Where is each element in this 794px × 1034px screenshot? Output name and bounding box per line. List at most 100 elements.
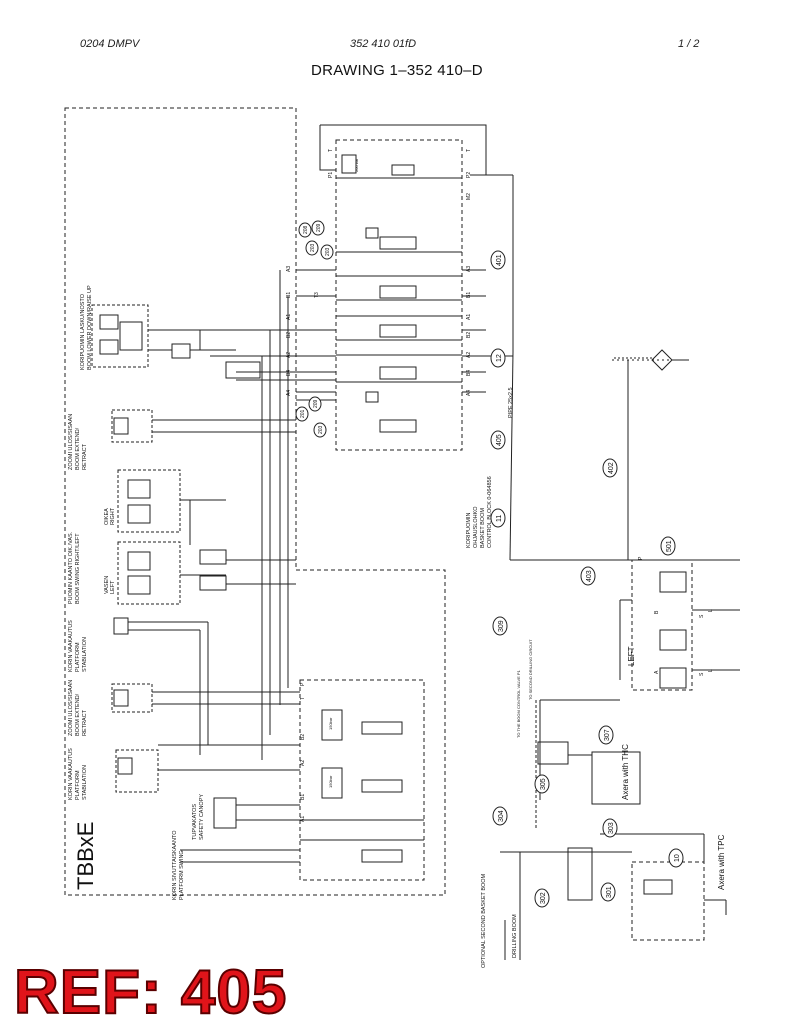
port-s-upper: S	[699, 614, 705, 618]
label-stabilation: STABILATION	[82, 637, 88, 672]
label-boom-lower: KORIPUOMIN LASKU/NOSTO	[80, 293, 86, 370]
port-a1: A1	[286, 314, 292, 320]
port-a1-r: A1	[466, 314, 472, 320]
callout-405: 405	[496, 434, 503, 446]
tpc-valve-block	[631, 861, 705, 941]
label-control-block-en2: CONTROL BLOCK 0-064856	[487, 476, 493, 548]
port-p1: P1	[328, 172, 334, 178]
callout-10: 10	[674, 854, 681, 862]
callout-303: 303	[608, 822, 615, 834]
label-retract-lower: RETRACT	[82, 709, 88, 736]
label-drilling-boom: DRILLING BOOM	[512, 914, 518, 958]
label-platform-en-lower: PLATFORM	[75, 770, 81, 800]
callout-11: 11	[496, 515, 503, 522]
callout-305: 305	[540, 778, 547, 790]
label-tbbxe: TBBxE	[73, 822, 98, 890]
header-document-number: 352 410 01fD	[350, 38, 417, 50]
callout-203: 203	[310, 243, 316, 252]
callout-401: 401	[496, 254, 503, 266]
port-b4-r: B4	[466, 370, 472, 376]
port-a-swing: A	[654, 670, 660, 674]
label-optional-boom: OPTIONAL SECOND BASKET BOOM	[481, 873, 487, 968]
thc-valve-block	[591, 751, 641, 805]
pilot-valve-block	[225, 361, 261, 379]
callout-201: 201	[300, 409, 306, 418]
port-a1-lower: A1	[300, 816, 306, 822]
port-b1: B1	[286, 292, 292, 298]
safety-canopy-group	[213, 797, 300, 829]
label-right: RIGHT	[110, 507, 116, 525]
port-p2: P2	[466, 172, 472, 178]
valve-section-3	[336, 275, 462, 301]
label-platform-swing-fi: KORIN SIVUTTAISKAANTO	[172, 830, 178, 900]
label-to-second: TO SECOND DRILLING CIRCUIT	[528, 639, 533, 700]
callout-309: 309	[498, 620, 505, 632]
label-zoom-boom-lower: ZOOMI ULOS/SISAAN	[68, 680, 74, 736]
header-left-code: 0204 DMPV	[80, 38, 140, 50]
port-b4: B4	[286, 370, 292, 376]
port-a2-r: A2	[466, 352, 472, 358]
drawing-title: DRAWING 1–352 410–D	[311, 62, 483, 79]
label-safety-canopy: SAFETY CANOPY	[199, 794, 205, 840]
port-b-swing: B	[654, 610, 660, 614]
callout-203b: 203	[325, 247, 331, 256]
label-platform-swing-en: PLATFORM SWING	[179, 850, 185, 900]
valve-section-4	[336, 315, 462, 341]
callout-307: 307	[604, 729, 611, 741]
label-boom-extend-lower: BOOM EXTEND/	[75, 693, 81, 736]
label-axera-thc: Axera with THC	[621, 744, 630, 800]
port-a2-lower: A2	[300, 760, 306, 766]
left-swing-valve-block	[631, 559, 693, 691]
port-b2-r: B2	[466, 332, 472, 338]
callout-203c: 203	[318, 425, 324, 434]
label-stabilation-lower: STABILATION	[82, 765, 88, 800]
port-l-lower: L	[708, 669, 714, 672]
callout-304: 304	[498, 810, 505, 822]
label-boom-extend: BOOM EXTEND/	[75, 427, 81, 470]
callout-208: 208	[303, 225, 309, 234]
label-to-boom-circuit: TO THE BOOM CONTROL VALVE P1	[516, 669, 521, 738]
label-tupvakatos: TUPVAKATOS	[192, 804, 198, 840]
port-b1-r: B1	[466, 292, 472, 298]
label-control-block-en1: BASKET BOOM	[480, 508, 486, 548]
platform-stabilation-group	[113, 617, 209, 755]
callout-301: 301	[606, 886, 613, 898]
boom-swing-group	[117, 469, 296, 605]
port-b1-lower: B1	[300, 794, 306, 800]
label-left-upper: LEFT	[627, 646, 636, 666]
header-page-number: 1 / 2	[678, 38, 700, 50]
port-b2-lower: B2	[300, 734, 306, 740]
valve-section-1	[336, 154, 462, 179]
zoom-extend-lower-group	[111, 683, 300, 713]
port-b2: B2	[286, 332, 292, 338]
port-l-upper: L	[708, 609, 714, 612]
label-axera-tpc: Axera with TPC	[717, 834, 726, 890]
left-enclosure	[64, 107, 446, 896]
port-p-lower: P	[300, 682, 306, 686]
label-control-block-fi1: KORIPUOMIN	[466, 513, 472, 548]
label-retract: RETRACT	[82, 443, 88, 470]
control-block-frame	[335, 139, 463, 451]
label-boom-lower-en: BOOM LOWER DOWN/RAISE UP	[87, 285, 93, 370]
label-control-block-fi2: OHJAUSLOHKO	[473, 506, 479, 548]
platform-level-lower-group	[115, 744, 300, 793]
valve-section-5	[336, 354, 462, 433]
callout-501: 501	[666, 540, 673, 552]
callout-302: 302	[540, 892, 547, 904]
callout-12: 12	[496, 354, 503, 362]
label-platform-en: PLATFORM	[75, 642, 81, 672]
label-platform-level-fi-lower: KORIN VAAKAUTUS	[68, 748, 74, 800]
label-platform-level-fi: KORIN VAAKAUTUS	[68, 620, 74, 672]
zoom-boom-cylinder-group	[111, 409, 296, 443]
port-t3: T3	[314, 292, 320, 298]
callout-403: 403	[586, 570, 593, 582]
label-swing-en: BOOM SWING RIGHT/LEFT	[75, 533, 81, 604]
callout-209: 209	[316, 223, 322, 232]
label-200bar: 200 bar	[354, 158, 359, 172]
port-m2: M2	[466, 193, 472, 200]
port-a4: A4	[286, 390, 292, 396]
label-oikea: OIKEA	[104, 508, 110, 525]
port-a3: A3	[286, 266, 292, 272]
valve-section-2	[336, 227, 462, 253]
